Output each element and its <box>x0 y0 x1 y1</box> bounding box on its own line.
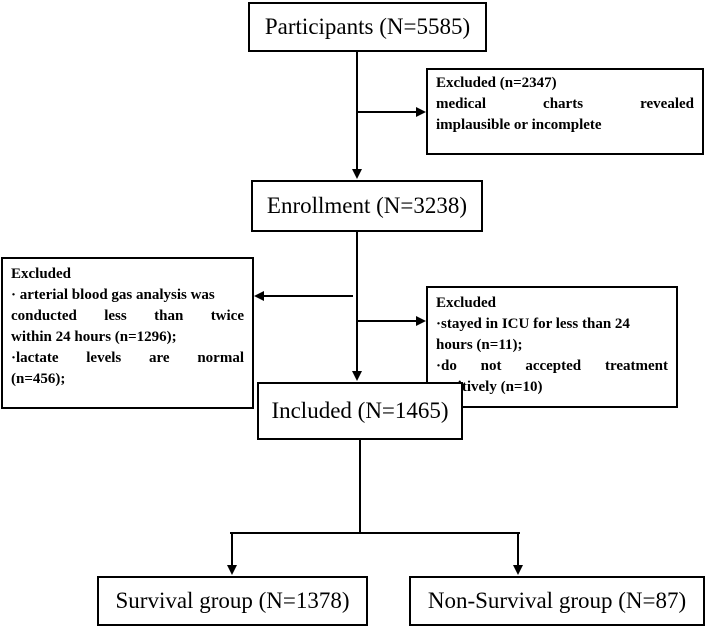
excluded-left-line: conducted less than twice <box>11 308 244 324</box>
excluded-left-line: ·lactate levels are normal <box>11 350 244 366</box>
excluded-right-line: ·stayed in ICU for less than 24 <box>436 316 630 332</box>
excluded-incomplete-line: implausible or incomplete <box>436 117 602 133</box>
excluded-left-line: · arterial blood gas analysis was <box>11 287 215 303</box>
nonsurvival-label: Non-Survival group (N=87) <box>427 588 687 613</box>
enrollment-box: Enrollment (N=3238) <box>251 180 483 232</box>
enrollment-label: Enrollment (N=3238) <box>266 193 468 218</box>
excluded-right-line: positively (n=10) <box>436 379 543 395</box>
included-label: Included (N=1465) <box>271 398 449 423</box>
survival-label: Survival group (N=1378) <box>115 588 350 613</box>
excluded-right-header: Excluded <box>436 295 497 311</box>
nonsurvival-box: Non-Survival group (N=87) <box>409 576 705 626</box>
excluded-left-header: Excluded <box>11 266 72 282</box>
excluded-left-line: (n=456); <box>11 371 66 387</box>
excluded-incomplete-line: medical charts revealed <box>436 96 694 112</box>
included-box: Included (N=1465) <box>257 382 463 440</box>
excluded-right-box: Excluded ·stayed in ICU for less than 24… <box>426 286 678 408</box>
participants-box: Participants (N=5585) <box>248 2 487 52</box>
excluded-incomplete-header: Excluded (n=2347) <box>436 75 557 91</box>
excluded-left-box: Excluded · arterial blood gas analysis w… <box>1 257 254 409</box>
excluded-incomplete-box: Excluded (n=2347) medical charts reveale… <box>426 68 704 155</box>
participants-label: Participants (N=5585) <box>264 14 471 39</box>
excluded-right-line: hours (n=11); <box>436 337 523 353</box>
survival-box: Survival group (N=1378) <box>97 576 368 626</box>
excluded-left-line: within 24 hours (n=1296); <box>11 329 177 345</box>
excluded-right-line: ·do not accepted treatment <box>436 358 668 374</box>
